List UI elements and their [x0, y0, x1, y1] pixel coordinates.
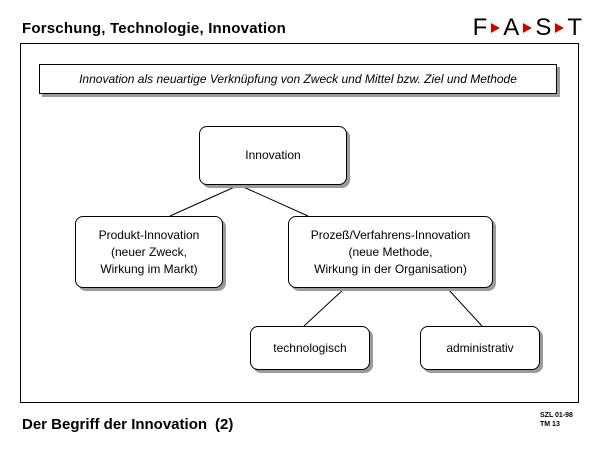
node-produkt-innovation: Produkt-Innovation (neuer Zweck, Wirkung… — [75, 216, 223, 288]
footer-title: Der Begriff der Innovation (2) — [22, 416, 233, 433]
footer-code: SZL 01-98 TM 13 — [540, 411, 573, 429]
node-label: Innovation — [245, 148, 301, 162]
node-label: Prozeß/Verfahrens-Innovation — [310, 227, 471, 242]
connector-prozess-tech — [303, 287, 346, 327]
definition-banner: Innovation als neuartige Verknüpfung von… — [39, 64, 557, 94]
connector-prozess-admin — [446, 287, 483, 327]
logo-arrow-icon — [523, 23, 533, 33]
content-frame — [20, 43, 579, 403]
node-technologisch: technologisch — [250, 326, 370, 370]
node-label: administrativ — [446, 340, 514, 355]
node-label: Wirkung in der Organisation) — [314, 261, 467, 276]
logo-letter-f: F — [472, 14, 488, 41]
node-label: technologisch — [273, 340, 347, 355]
connector-root-produkt — [169, 184, 240, 217]
node-prozess-innovation: Prozeß/Verfahrens-Innovation (neue Metho… — [288, 216, 493, 288]
footer-page-number: (2) — [215, 416, 234, 433]
fast-logo: F A S T — [473, 16, 582, 40]
logo-arrow-icon — [491, 23, 501, 33]
node-innovation: Innovation — [199, 126, 347, 185]
footer-code-line: TM 13 — [540, 421, 560, 428]
logo-letter-a: A — [503, 14, 520, 41]
node-label: (neue Methode, — [348, 244, 433, 259]
page-title: Forschung, Technologie, Innovation — [22, 20, 287, 37]
footer-code-line: SZL 01-98 — [540, 412, 573, 419]
node-label: Produkt-Innovation — [98, 227, 200, 242]
footer-title-text: Der Begriff der Innovation — [22, 416, 208, 433]
node-label: (neuer Zweck, — [110, 244, 187, 259]
logo-letter-s: S — [535, 14, 552, 41]
logo-arrow-icon — [555, 23, 565, 33]
connector-root-prozess — [238, 184, 309, 217]
logo-letter-t: T — [567, 14, 582, 41]
node-administrativ: administrativ — [420, 326, 540, 370]
node-label: Wirkung im Markt) — [100, 261, 198, 276]
